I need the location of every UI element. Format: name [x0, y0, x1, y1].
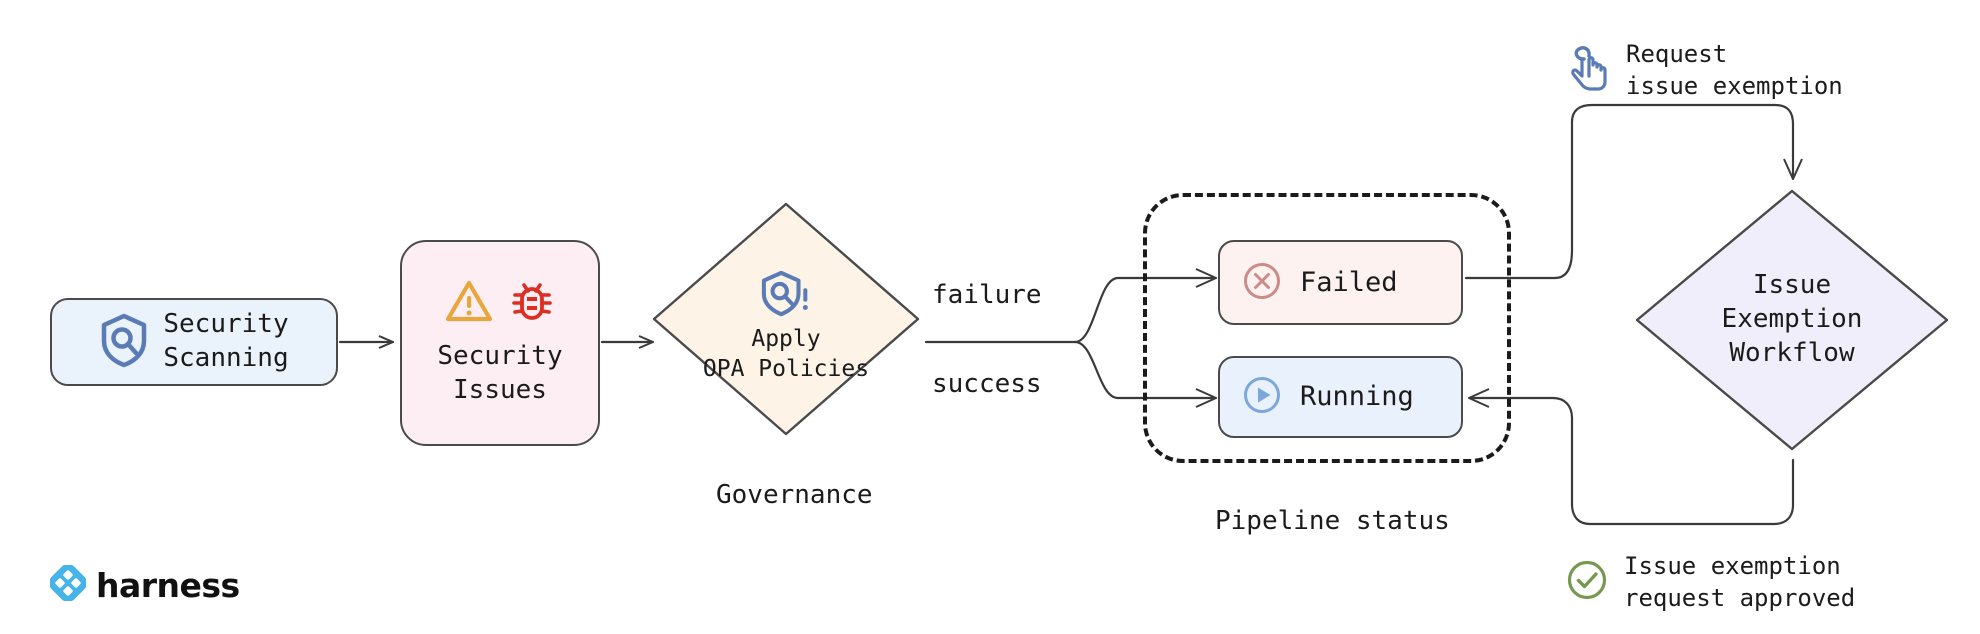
governance-diamond-content: Apply OPA Policies [648, 198, 924, 448]
status-chip-running[interactable]: Running [1218, 356, 1463, 438]
status-chip-failed-label: Failed [1300, 266, 1398, 298]
security-issues-icon-row [445, 278, 555, 328]
play-circle-icon [1242, 375, 1282, 419]
shield-search-icon [99, 312, 149, 372]
x-circle-icon [1242, 261, 1282, 305]
status-chip-failed[interactable]: Failed [1218, 240, 1463, 325]
edge-label-success: success [932, 369, 1042, 399]
click-hand-icon [1570, 45, 1610, 95]
bug-icon [509, 278, 555, 328]
note-request-exemption-text: Request issue exemption [1626, 40, 1843, 101]
check-circle-icon [1566, 559, 1608, 605]
governance-caption: Governance [716, 480, 873, 510]
edge-label-failure: failure [932, 280, 1042, 310]
status-chip-running-label: Running [1300, 381, 1414, 413]
node-security-issues[interactable]: Security Issues [400, 240, 600, 446]
node-exemption-workflow-label: Issue Exemption Workflow [1721, 270, 1863, 368]
exemption-diamond-content: Issue Exemption Workflow [1632, 186, 1952, 454]
note-exemption-approved-text: Issue exemption request approved [1624, 552, 1856, 613]
pipeline-status-caption: Pipeline status [1215, 506, 1450, 536]
harness-wordmark: harness [96, 565, 240, 605]
node-security-scanning[interactable]: Security Scanning [50, 298, 338, 386]
harness-diamond-logo [49, 564, 87, 605]
note-exemption-approved: Issue exemption request approved [1566, 550, 1855, 615]
node-exemption-workflow[interactable]: Issue Exemption Workflow [1632, 186, 1952, 454]
node-security-scanning-label: Security Scanning [163, 309, 289, 373]
node-governance-label: Apply OPA Policies [702, 326, 870, 382]
node-governance-diamond[interactable]: Apply OPA Policies [648, 198, 924, 440]
warning-triangle-icon [445, 279, 493, 327]
pipeline-status-container [1143, 193, 1511, 463]
shield-search-alert-icon [760, 269, 812, 319]
harness-logo: harness [49, 564, 240, 605]
note-request-exemption: Request issue exemption [1570, 38, 1843, 103]
node-security-issues-label: Security Issues [437, 341, 563, 405]
